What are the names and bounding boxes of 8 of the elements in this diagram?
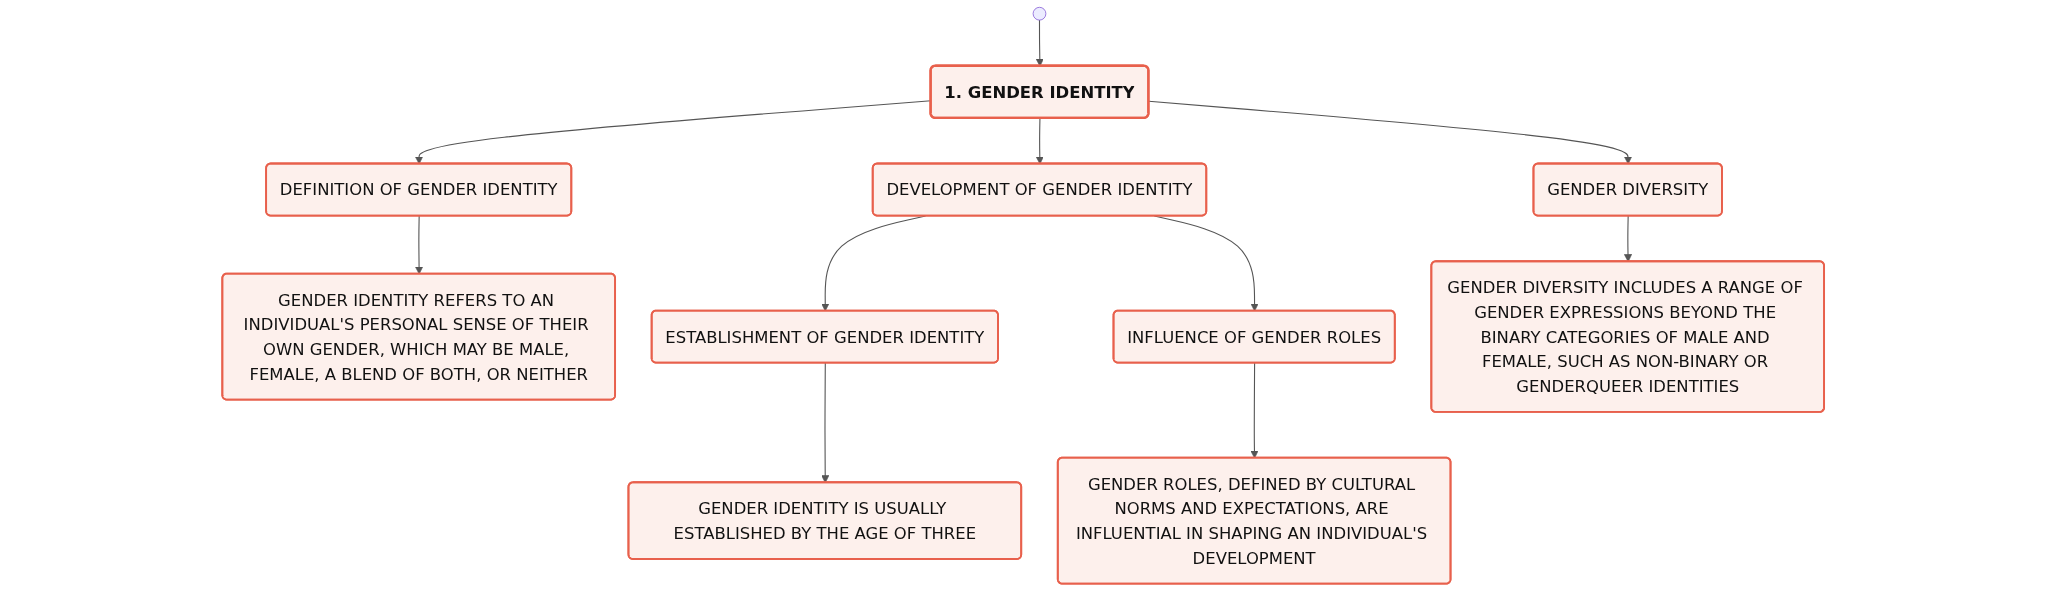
- arrow: [1623, 215, 1632, 263]
- arrow: [821, 215, 926, 312]
- arrow: [1035, 117, 1044, 165]
- arrow: [821, 362, 829, 484]
- arrow: [414, 215, 423, 275]
- arrow: [1148, 100, 1632, 165]
- arrow: [1250, 362, 1259, 459]
- arrow: [1153, 215, 1259, 312]
